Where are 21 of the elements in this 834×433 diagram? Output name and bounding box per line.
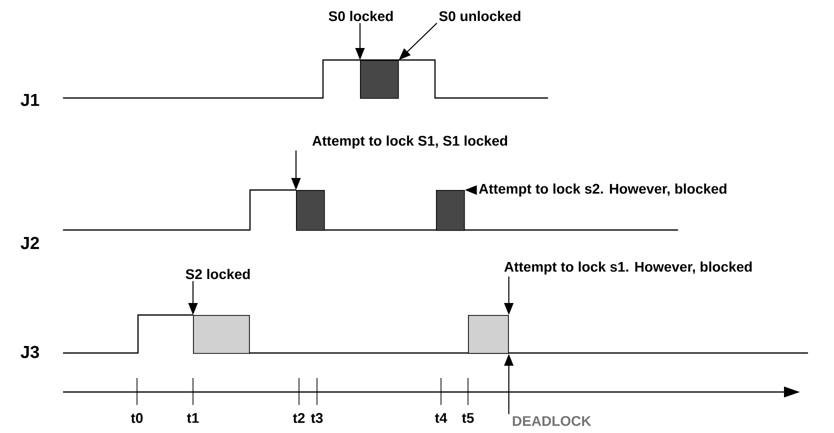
shaded-block [436, 190, 465, 231]
time-label: t4 [434, 413, 448, 423]
time-label: t0 [130, 413, 143, 423]
shaded-block [360, 60, 399, 99]
callout-text: S0 unlocked [439, 10, 520, 22]
status-label: DEADLOCK [512, 416, 592, 426]
job-label: J3 [20, 346, 40, 358]
time-label: t2 [292, 413, 305, 423]
callout-text: Attempt to lock s2. However, blocked [478, 183, 726, 197]
time-label: t5 [462, 413, 474, 423]
time-label: t1 [186, 413, 199, 423]
callout-text: S0 locked [328, 10, 393, 22]
shaded-block [468, 315, 509, 354]
job-label: J1 [20, 94, 40, 106]
job-label: J2 [20, 236, 39, 250]
callout-text: Attempt to lock s1. However, blocked [504, 261, 752, 275]
callout-text: Attempt to lock S1, S1 locked [312, 135, 508, 149]
shaded-block [193, 315, 250, 354]
callout-text: S2 locked [186, 268, 250, 280]
time-label: t3 [310, 413, 323, 423]
shaded-block [296, 190, 325, 231]
